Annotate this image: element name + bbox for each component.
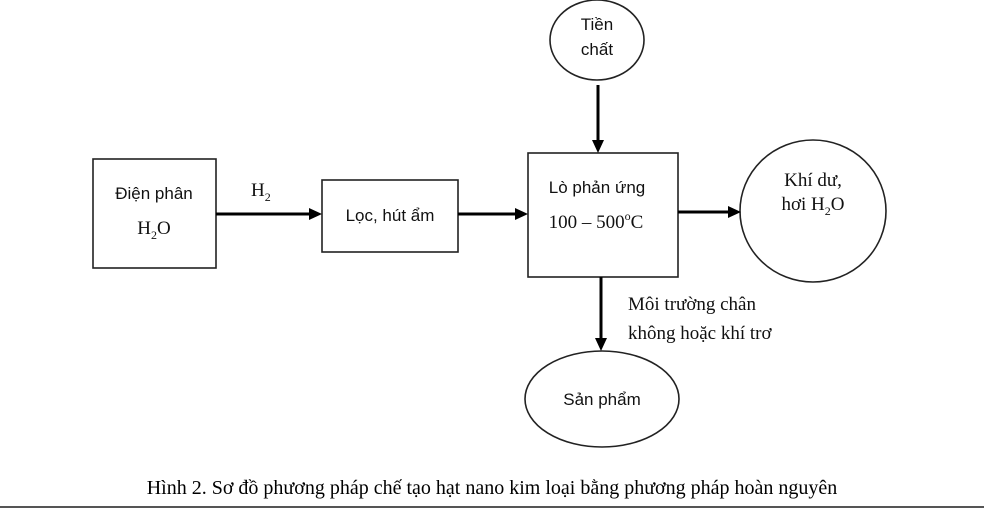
figure-caption: Hình 2. Sơ đồ phương pháp chế tạo hạt na… <box>147 477 838 499</box>
arrow-tien-chat-to-lo <box>592 85 604 153</box>
environment-line2: không hoặc khí trơ <box>628 323 773 344</box>
node-loc-hut-am: Lọc, hút ẩm <box>321 179 459 253</box>
arrow-dien-phan-to-loc <box>216 208 322 220</box>
environment-line1: Môi trường chân <box>628 294 756 315</box>
san-pham-label: Sản phẩm <box>563 390 641 409</box>
khi-du-line1: Khí dư, <box>784 170 842 191</box>
dien-phan-formula: H2O <box>137 218 170 242</box>
arrow-lo-to-khi-du <box>678 206 741 218</box>
dien-phan-label: Điện phân <box>115 184 193 203</box>
lo-phan-ung-temperature: 100 – 500oC <box>549 209 644 233</box>
lo-phan-ung-label: Lò phản ứng <box>549 178 645 197</box>
khi-du-line2: hơi H2O <box>781 194 844 218</box>
tien-chat-line2: chất <box>581 40 613 59</box>
node-khi-du: Khí dư, hơi H2O <box>739 139 887 283</box>
node-san-pham: Sản phẩm <box>524 350 680 448</box>
node-lo-phan-ung: Lò phản ứng 100 – 500oC <box>527 152 679 278</box>
arrow-lo-to-san-pham <box>595 277 607 351</box>
node-tien-chat: Tiền chất <box>549 0 645 81</box>
tien-chat-line1: Tiền <box>581 15 613 34</box>
arrow-loc-to-lo <box>458 208 528 220</box>
node-dien-phan: Điện phân H2O <box>92 158 217 269</box>
h2-edge-label: H2 <box>251 180 271 204</box>
loc-hut-am-label: Lọc, hút ẩm <box>346 206 435 225</box>
